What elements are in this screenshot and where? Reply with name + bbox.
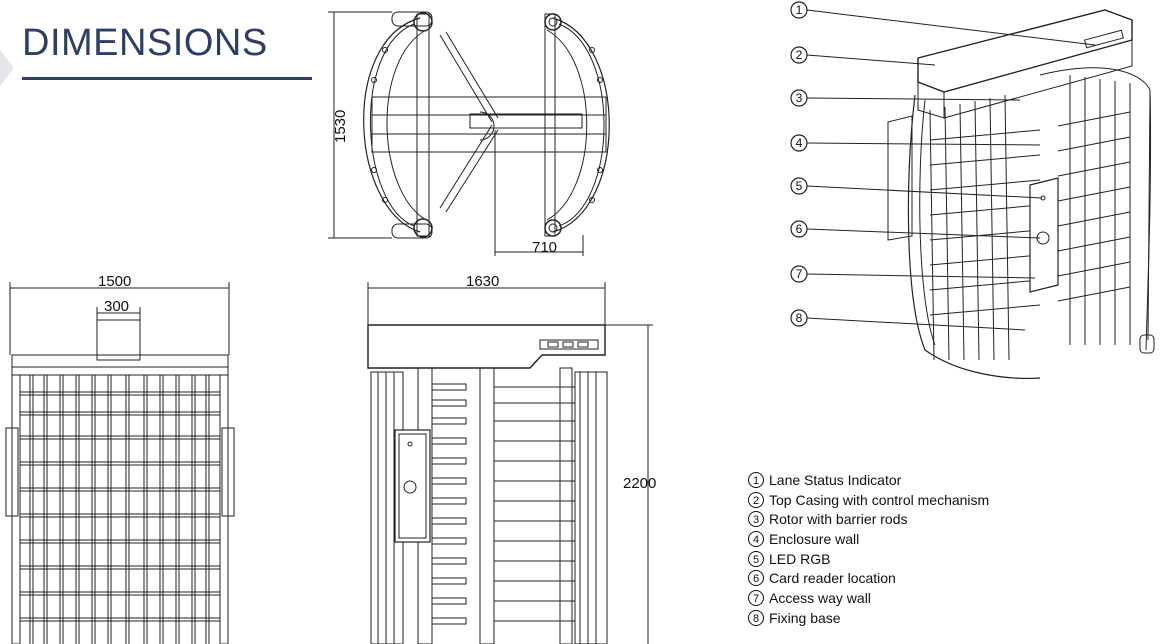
dim-1630: 1630 — [466, 273, 499, 290]
legend-item: 4 Enclosure wall — [748, 529, 989, 549]
dim-300: 300 — [104, 298, 129, 315]
legend-label: Access way wall — [769, 589, 871, 606]
legend-item: 5 LED RGB — [748, 549, 989, 569]
side-view: 1630 2200 — [367, 273, 656, 644]
callout-2: 2 — [790, 46, 936, 66]
callout-3: 3 — [790, 89, 1021, 107]
legend-item: 3 Rotor with barrier rods — [748, 509, 989, 529]
callout-number: 7 — [796, 267, 803, 281]
legend: 1 Lane Status Indicator 2 Top Casing with c… — [748, 470, 989, 628]
legend-label: Lane Status Indicator — [769, 471, 902, 488]
legend-number: 6 — [748, 570, 764, 587]
top-view: 1530 710 — [328, 11, 610, 256]
legend-number: 3 — [748, 511, 764, 528]
legend-item: 7 Access way wall — [748, 588, 989, 608]
page-title: DIMENSIONS — [22, 22, 268, 64]
dim-1530: 1530 — [332, 110, 349, 143]
legend-label: Rotor with barrier rods — [769, 511, 908, 528]
dim-1500: 1500 — [98, 273, 131, 290]
legend-number: 4 — [748, 530, 764, 547]
title-underline — [22, 77, 312, 80]
callout-number: 5 — [796, 179, 803, 193]
legend-number: 7 — [748, 589, 764, 606]
legend-item: 6 Card reader location — [748, 568, 989, 588]
legend-number: 2 — [748, 491, 764, 508]
legend-item: 8 Fixing base — [748, 608, 989, 628]
callout-5: 5 — [790, 177, 1043, 199]
legend-label: Enclosure wall — [769, 530, 860, 547]
callout-4: 4 — [790, 134, 1041, 152]
legend-number: 8 — [748, 609, 764, 626]
legend-item: 2 Top Casing with control mechanism — [748, 490, 989, 510]
callout-8: 8 — [790, 309, 1026, 331]
legend-label: Top Casing with control mechanism — [769, 491, 990, 508]
callout-number: 2 — [796, 48, 803, 62]
callout-number: 1 — [796, 3, 803, 17]
corner-arrow-icon — [0, 50, 14, 86]
callout-number: 8 — [796, 311, 803, 325]
callout-1: 1 — [790, 1, 1096, 46]
legend-item: 1 Lane Status Indicator — [748, 470, 989, 490]
legend-number: 5 — [748, 550, 764, 567]
isometric-view: 1 2 3 4 5 6 7 8 — [790, 1, 1155, 379]
dim-2200: 2200 — [623, 475, 656, 492]
callout-7: 7 — [790, 265, 1036, 283]
legend-label: LED RGB — [769, 550, 831, 567]
legend-label: Fixing base — [769, 609, 841, 626]
callout-number: 3 — [796, 91, 803, 105]
legend-number: 1 — [748, 471, 764, 488]
legend-label: Card reader location — [769, 570, 896, 587]
callout-6: 6 — [790, 220, 1041, 239]
callout-number: 6 — [796, 222, 803, 236]
front-view: 1500 300 — [5, 273, 235, 644]
callout-number: 4 — [796, 136, 803, 150]
dim-710: 710 — [532, 239, 557, 256]
